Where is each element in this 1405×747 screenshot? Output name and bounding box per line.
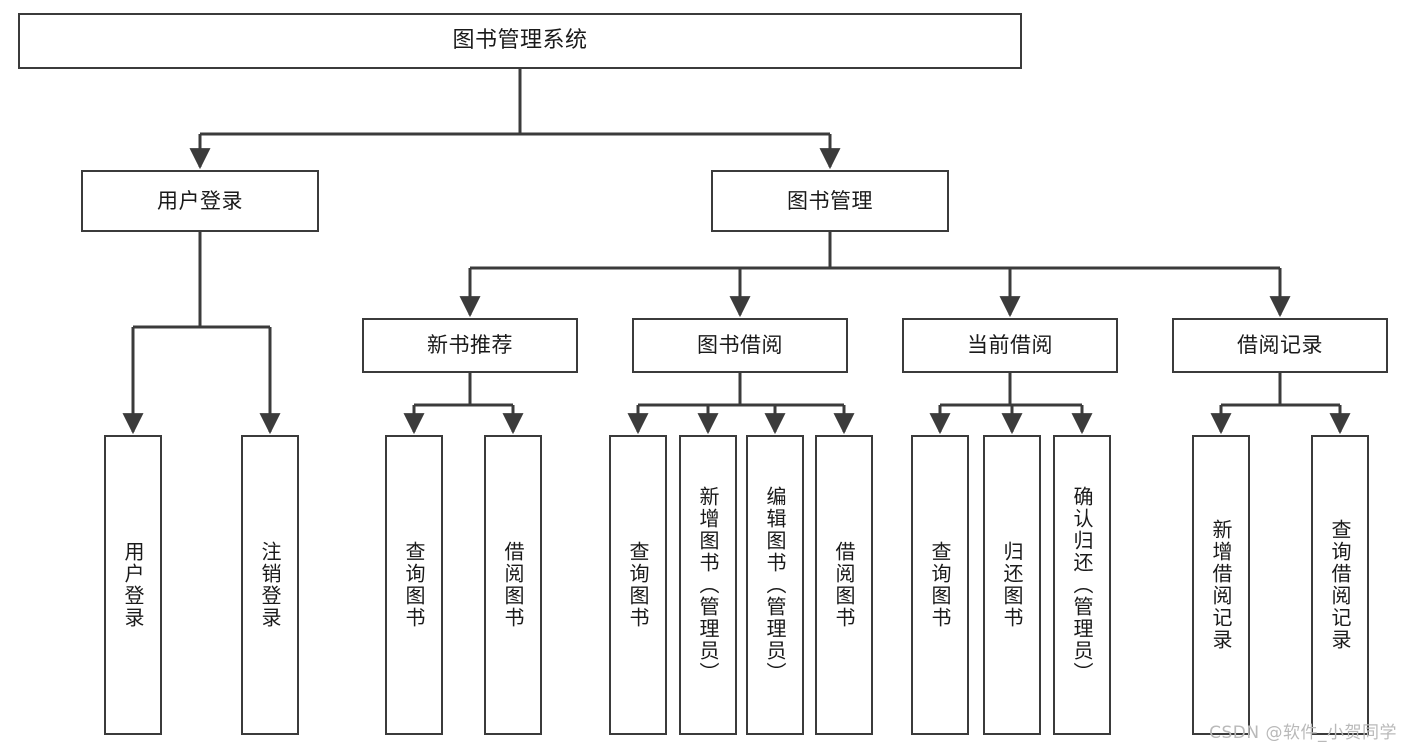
node-leaf-edit-book-label: 编辑图书（管理员） [763, 486, 787, 684]
node-leaf-confirm-return-label: 确认归还（管理员） [1070, 486, 1094, 684]
node-book-borrow[interactable]: 图书借阅 [632, 318, 848, 373]
node-borrow-record[interactable]: 借阅记录 [1172, 318, 1388, 373]
node-user-login[interactable]: 用户登录 [81, 170, 319, 232]
node-leaf-borrow-book-2-label: 借阅图书 [832, 541, 856, 629]
node-leaf-query-book-3[interactable]: 查询图书 [911, 435, 969, 735]
node-leaf-query-book-1[interactable]: 查询图书 [385, 435, 443, 735]
node-current-borrow[interactable]: 当前借阅 [902, 318, 1118, 373]
node-leaf-borrow-book-1[interactable]: 借阅图书 [484, 435, 542, 735]
node-borrow-record-label: 借阅记录 [1237, 333, 1323, 358]
node-book-management[interactable]: 图书管理 [711, 170, 949, 232]
node-leaf-return-book[interactable]: 归还图书 [983, 435, 1041, 735]
node-leaf-borrow-book-2[interactable]: 借阅图书 [815, 435, 873, 735]
node-book-management-label: 图书管理 [787, 188, 873, 213]
node-leaf-add-record-label: 新增借阅记录 [1209, 519, 1233, 651]
node-leaf-add-book-label: 新增图书（管理员） [696, 486, 720, 684]
node-leaf-return-book-label: 归还图书 [1000, 541, 1024, 629]
node-current-borrow-label: 当前借阅 [967, 333, 1053, 358]
node-leaf-confirm-return[interactable]: 确认归还（管理员） [1053, 435, 1111, 735]
node-root[interactable]: 图书管理系统 [18, 13, 1022, 69]
node-leaf-logout-label: 注销登录 [258, 541, 282, 629]
node-root-label: 图书管理系统 [452, 28, 588, 54]
node-leaf-edit-book[interactable]: 编辑图书（管理员） [746, 435, 804, 735]
node-new-book-recommend-label: 新书推荐 [427, 333, 513, 358]
node-leaf-query-book-2[interactable]: 查询图书 [609, 435, 667, 735]
node-leaf-user-login[interactable]: 用户登录 [104, 435, 162, 735]
node-leaf-add-book[interactable]: 新增图书（管理员） [679, 435, 737, 735]
node-book-borrow-label: 图书借阅 [697, 333, 783, 358]
node-new-book-recommend[interactable]: 新书推荐 [362, 318, 578, 373]
node-leaf-query-book-1-label: 查询图书 [402, 541, 426, 629]
node-user-login-label: 用户登录 [157, 188, 243, 213]
node-leaf-query-record[interactable]: 查询借阅记录 [1311, 435, 1369, 735]
node-leaf-logout[interactable]: 注销登录 [241, 435, 299, 735]
node-leaf-user-login-label: 用户登录 [121, 541, 145, 629]
node-leaf-borrow-book-1-label: 借阅图书 [501, 541, 525, 629]
node-leaf-query-record-label: 查询借阅记录 [1328, 519, 1352, 651]
node-leaf-add-record[interactable]: 新增借阅记录 [1192, 435, 1250, 735]
node-leaf-query-book-3-label: 查询图书 [928, 541, 952, 629]
node-leaf-query-book-2-label: 查询图书 [626, 541, 650, 629]
